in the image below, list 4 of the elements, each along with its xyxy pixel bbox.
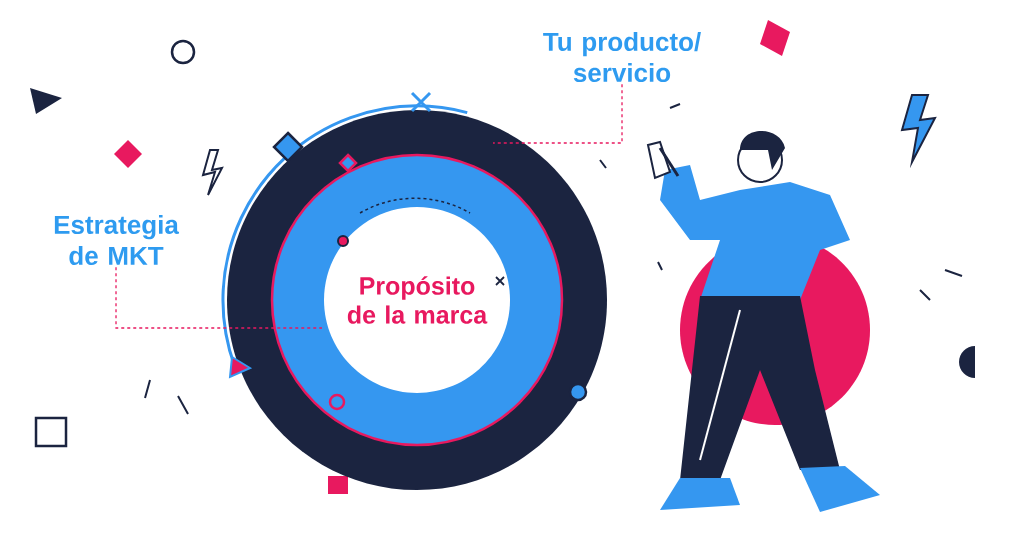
callout-label: Tu producto/ servicio bbox=[543, 31, 701, 83]
leader-line bbox=[115, 266, 323, 329]
leader-line bbox=[492, 83, 623, 144]
callout-label: Estrategia de MKT bbox=[54, 214, 180, 266]
